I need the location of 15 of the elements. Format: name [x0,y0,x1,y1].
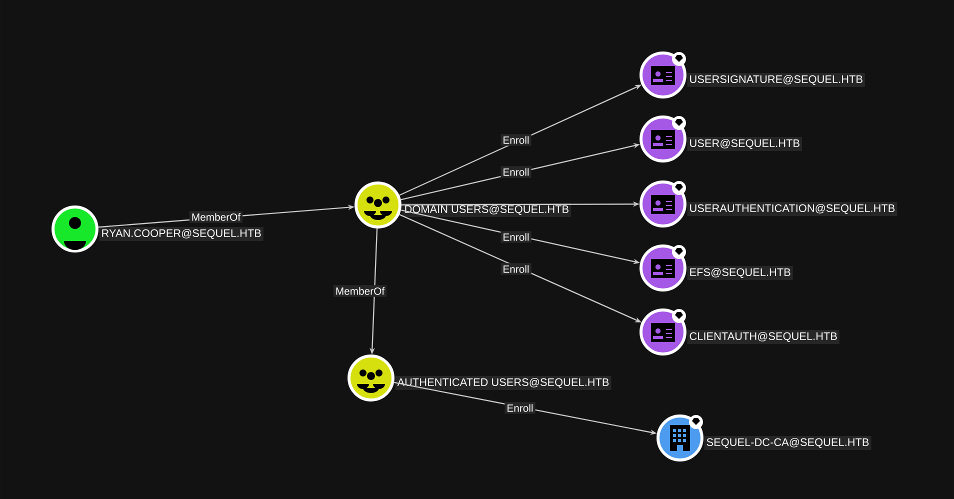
edge-label: MemberOf [333,285,387,297]
edge-label: Enroll [500,134,532,146]
node-label: RYAN.COOPER@SEQUEL.HTB [99,227,264,241]
edge-label: Enroll [500,263,532,275]
edge-label: Enroll [504,402,536,414]
edge-label: MemberOf [189,211,243,223]
node-label: EFS@SEQUEL.HTB [687,266,793,280]
node-label: USERSIGNATURE@SEQUEL.HTB [687,73,865,87]
node-label: USER@SEQUEL.HTB [687,137,802,151]
node-label: USERAUTHENTICATION@SEQUEL.HTB [687,202,898,216]
node-label: SEQUEL-DC-CA@SEQUEL.HTB [704,436,872,450]
edge-label: Enroll [500,231,532,243]
node-label: AUTHENTICATED USERS@SEQUEL.HTB [395,376,612,390]
edge-label: Enroll [500,166,532,178]
node-label: CLIENTAUTH@SEQUEL.HTB [687,330,840,344]
